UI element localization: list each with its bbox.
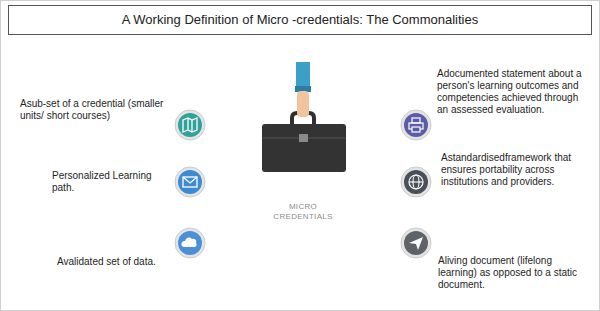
icon-disc [404, 231, 428, 255]
globe-outline [409, 175, 423, 189]
icon-ring [401, 167, 431, 197]
statement-text: Avalidated set of data. [57, 256, 177, 268]
statement-box: Adocumented statement about a person's l… [437, 68, 592, 116]
statement-box: Astandardisedframework that ensures port… [441, 152, 581, 188]
statement-text: Adocumented statement about a person's l… [437, 68, 592, 116]
envelope-icon [175, 167, 205, 197]
sleeve [296, 62, 310, 90]
cloud-symbol [181, 238, 196, 247]
paper-plane-icon [401, 228, 431, 258]
center-circle: MICRO CREDENTIALS [195, 75, 411, 291]
statement-box: Avalidated set of data. [57, 256, 177, 268]
briefcase-clasp [299, 134, 308, 142]
statement-box: Aliving document (lifelong learning) as … [438, 255, 590, 291]
icon-disc [404, 170, 428, 194]
hand-briefcase [262, 62, 346, 172]
envelope-flap [183, 177, 197, 183]
statement-text: Astandardisedframework that ensures port… [441, 152, 581, 188]
icon-disc [178, 231, 202, 255]
icon-ring [175, 110, 205, 140]
map-icon [175, 110, 205, 140]
icon-ring [401, 228, 431, 258]
printer-paper [412, 118, 420, 123]
ring-circle [196, 76, 410, 290]
center-label: MICRO CREDENTIALS [272, 202, 334, 222]
envelope-symbol [183, 177, 197, 187]
globe-icon [401, 167, 431, 197]
icon-ring [175, 167, 205, 197]
statement-text: Aliving document (lifelong learning) as … [438, 255, 590, 291]
statement-box: Asub-set of a credential (smaller units/… [20, 98, 172, 122]
statement-text: Asub-set of a credential (smaller units/… [20, 98, 172, 122]
statement-text: Personalized Learning path. [52, 170, 162, 194]
paper-plane-symbol [409, 237, 423, 250]
globe-equator [409, 181, 423, 182]
map-symbol [183, 118, 197, 132]
icon-disc [404, 113, 428, 137]
title-box: A Working Definition of Micro -credentia… [8, 5, 592, 35]
statement-box: Personalized Learning path. [52, 170, 162, 194]
hand [297, 91, 309, 117]
cloud-icon [175, 228, 205, 258]
node-outline [195, 75, 411, 291]
icon-disc [178, 170, 202, 194]
icon-ring [175, 228, 205, 258]
icon-ring [401, 110, 431, 140]
icon-disc [178, 113, 202, 137]
briefcase-body [262, 124, 346, 172]
title-text: A Working Definition of Micro -credentia… [122, 12, 478, 28]
printer-tray [412, 127, 420, 132]
printer-icon [401, 110, 431, 140]
